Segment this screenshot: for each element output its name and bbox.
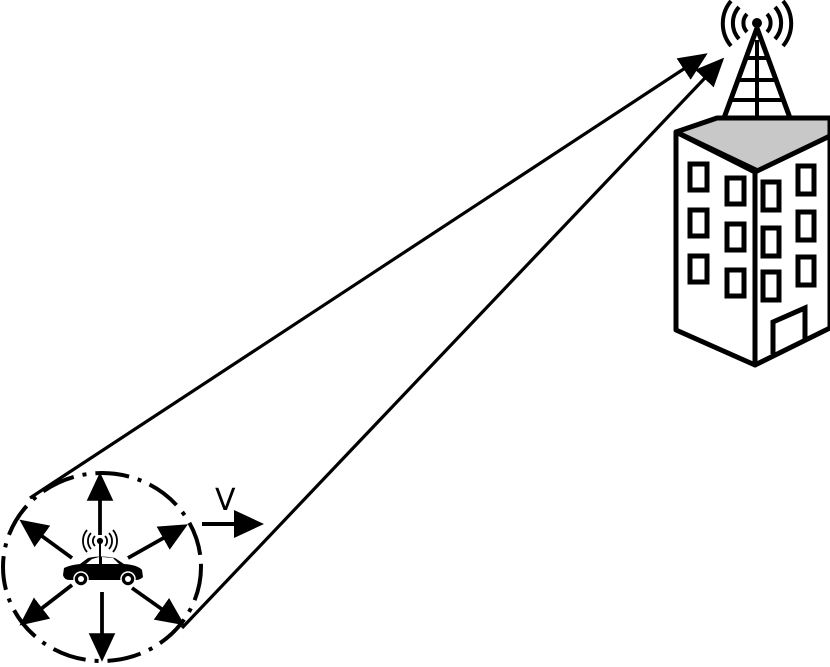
ray-lower xyxy=(180,57,725,630)
scatter-arrow-upper-left xyxy=(19,519,74,560)
scatter-arrow-lower-right xyxy=(130,586,185,626)
propagation-rays xyxy=(29,53,725,630)
scatter-arrow-lower-left xyxy=(19,583,74,626)
velocity-label: V xyxy=(215,483,236,518)
building-icon xyxy=(673,115,830,368)
car-icon xyxy=(63,529,143,587)
ray-upper xyxy=(29,53,708,500)
velocity-indicator: V xyxy=(202,483,264,538)
scatter-arrows xyxy=(19,472,188,662)
cell-tower-icon xyxy=(720,0,794,119)
scatter-arrow-upper-right xyxy=(127,524,188,560)
antenna-signal-icon xyxy=(82,529,118,560)
